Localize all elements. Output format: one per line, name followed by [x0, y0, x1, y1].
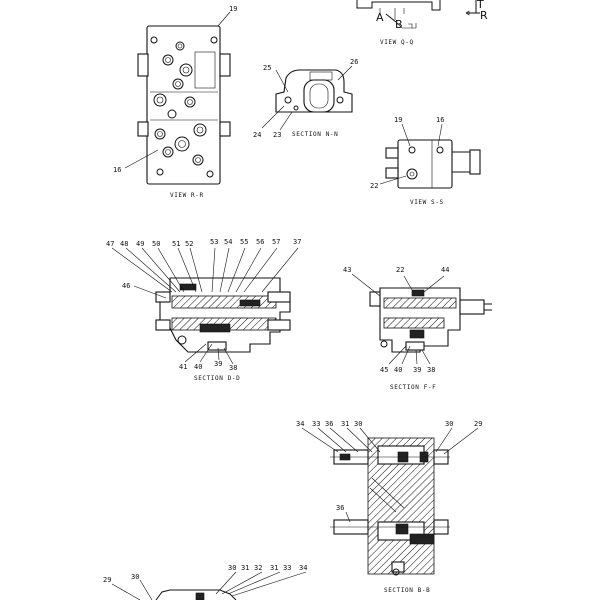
view-s-label-22: 22 — [370, 182, 378, 190]
section-f-label-45: 45 — [380, 366, 388, 374]
section-f-label-39: 39 — [413, 366, 421, 374]
caption-view-r: VIEW R-R — [170, 192, 204, 199]
section-b-label-36: 36 — [325, 420, 333, 428]
section-f-label-38: 38 — [427, 366, 435, 374]
fragment-label-30-b: 30 — [228, 564, 236, 572]
view-r-ports — [150, 36, 218, 178]
view-r-drawing: 19 16 — [113, 5, 237, 185]
fragment-label-31-b: 31 — [270, 564, 278, 572]
section-d-label-56: 56 — [256, 238, 264, 246]
section-d-label-47: 47 — [106, 240, 114, 248]
fragment-label-33: 33 — [283, 564, 291, 572]
section-d-drawing: 47 48 49 50 51 52 53 54 55 56 57 37 46 4… — [106, 238, 301, 372]
section-b-label-30-right: 30 — [445, 420, 453, 428]
section-n-label-26: 26 — [350, 58, 358, 66]
section-d-label-48: 48 — [120, 240, 128, 248]
section-n-label-24: 24 — [253, 131, 261, 139]
view-r-label-16: 16 — [113, 166, 121, 174]
fragment-label-29: 29 — [103, 576, 111, 584]
section-n-drawing: 25 26 24 23 — [253, 58, 358, 139]
section-d-label-38: 38 — [229, 364, 237, 372]
port-t-label: T — [476, 0, 484, 11]
section-d-label-40: 40 — [194, 363, 202, 371]
section-f-label-44: 44 — [441, 266, 449, 274]
section-d-label-51: 51 — [172, 240, 180, 248]
section-d-label-57: 57 — [272, 238, 280, 246]
section-n-label-25: 25 — [263, 64, 271, 72]
port-a-label: A — [376, 11, 384, 24]
section-f-label-43: 43 — [343, 266, 351, 274]
section-d-label-37: 37 — [293, 238, 301, 246]
port-r-label: R — [480, 9, 488, 22]
port-b-label: B — [395, 18, 403, 31]
section-f-drawing: 43 22 44 45 40 39 38 — [343, 266, 492, 374]
fragment-label-30: 30 — [131, 573, 139, 581]
section-d-label-39: 39 — [214, 360, 222, 368]
section-b-label-34: 34 — [296, 420, 304, 428]
section-d-label-41: 41 — [179, 363, 187, 371]
bottom-fragment-drawing: 29 30 30 31 32 31 33 34 — [103, 564, 307, 600]
caption-view-s: VIEW S-S — [410, 199, 444, 206]
caption-section-n: SECTION N-N — [292, 131, 338, 138]
view-s-label-19: 19 — [394, 116, 402, 124]
section-d-label-49: 49 — [136, 240, 144, 248]
section-b-label-31: 31 — [341, 420, 349, 428]
view-s-label-16: 16 — [436, 116, 444, 124]
section-n-label-23: 23 — [273, 131, 281, 139]
section-d-label-50: 50 — [152, 240, 160, 248]
caption-view-q: VIEW Q-Q — [380, 39, 414, 46]
view-r-label-19: 19 — [229, 5, 237, 13]
view-q-drawing: A B T R — [356, 0, 488, 31]
section-b-drawing: 34 33 36 31 30 30 29 36 — [296, 420, 482, 576]
section-f-label-22: 22 — [396, 266, 404, 274]
section-b-label-33: 33 — [312, 420, 320, 428]
caption-section-b: SECTION B-B — [384, 587, 430, 594]
caption-section-d: SECTION D-D — [194, 375, 240, 382]
section-d-label-46: 46 — [122, 282, 130, 290]
section-b-label-29: 29 — [474, 420, 482, 428]
section-b-label-30: 30 — [354, 420, 362, 428]
section-d-label-53: 53 — [210, 238, 218, 246]
section-d-label-52: 52 — [185, 240, 193, 248]
section-d-label-55: 55 — [240, 238, 248, 246]
caption-section-f: SECTION F-F — [390, 384, 436, 391]
section-d-label-54: 54 — [224, 238, 232, 246]
fragment-label-32: 32 — [254, 564, 262, 572]
fragment-label-34: 34 — [299, 564, 307, 572]
fragment-label-31: 31 — [241, 564, 249, 572]
section-f-label-40: 40 — [394, 366, 402, 374]
section-b-label-36-mid: 36 — [336, 504, 344, 512]
view-s-drawing: 19 16 22 — [370, 116, 481, 190]
